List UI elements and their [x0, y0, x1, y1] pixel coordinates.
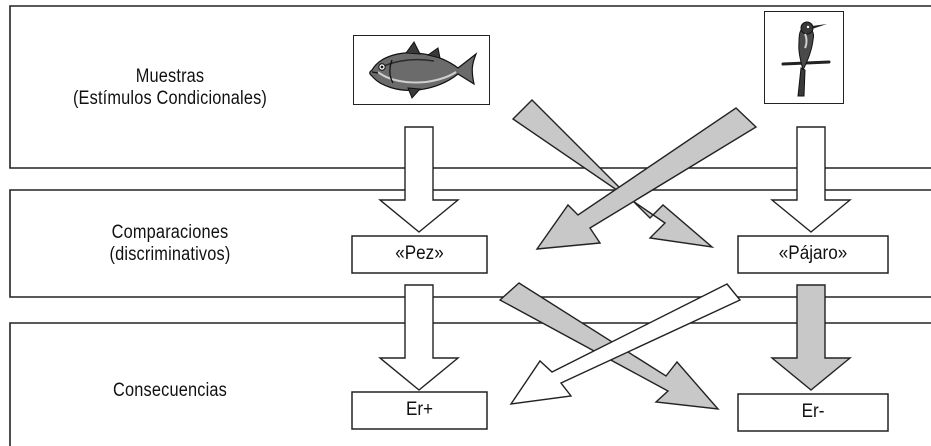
pez-box-label: «Pez»	[395, 243, 444, 264]
comparisons-row-title: Comparaciones	[111, 222, 229, 243]
samples-row-label: Muestras (Estímulos Condicionales)	[58, 66, 282, 110]
comparisons-row-band	[9, 189, 931, 298]
bird-picture	[764, 11, 844, 104]
comparisons-row-subtitle: (discriminativos)	[109, 244, 231, 265]
consequences-row-band	[9, 322, 931, 446]
arrow-pez-to-er-plus	[378, 284, 460, 391]
arrow-fish-to-pez	[378, 126, 460, 233]
consequences-row-title: Consecuencias	[113, 380, 227, 401]
er-plus-box-label: Er+	[405, 399, 434, 420]
fish-icon	[369, 41, 478, 99]
er-minus-box-label: Er-	[801, 401, 825, 422]
er-minus-box	[737, 393, 889, 432]
comparisons-row-label: Comparaciones (discriminativos)	[58, 222, 282, 266]
arrow-fish-to-pajaro	[511, 99, 715, 249]
pez-box	[351, 235, 488, 274]
samples-row-title: Muestras	[135, 66, 205, 87]
samples-row-band	[9, 5, 931, 169]
samples-row-subtitle: (Estímulos Condicionales)	[72, 88, 268, 109]
consequences-row-label: Consecuencias	[58, 380, 282, 402]
arrow-pajaro-to-er-minus	[770, 284, 852, 391]
pajaro-box-label: «Pájaro»	[778, 243, 848, 264]
arrow-bird-to-pajaro	[770, 126, 852, 233]
arrow-bird-to-pez	[535, 107, 758, 250]
bird-icon	[781, 21, 831, 97]
pajaro-box	[737, 235, 889, 274]
er-plus-box	[351, 391, 488, 430]
arrow-pajaro-to-er-plus	[509, 283, 742, 405]
fish-picture	[353, 35, 490, 105]
